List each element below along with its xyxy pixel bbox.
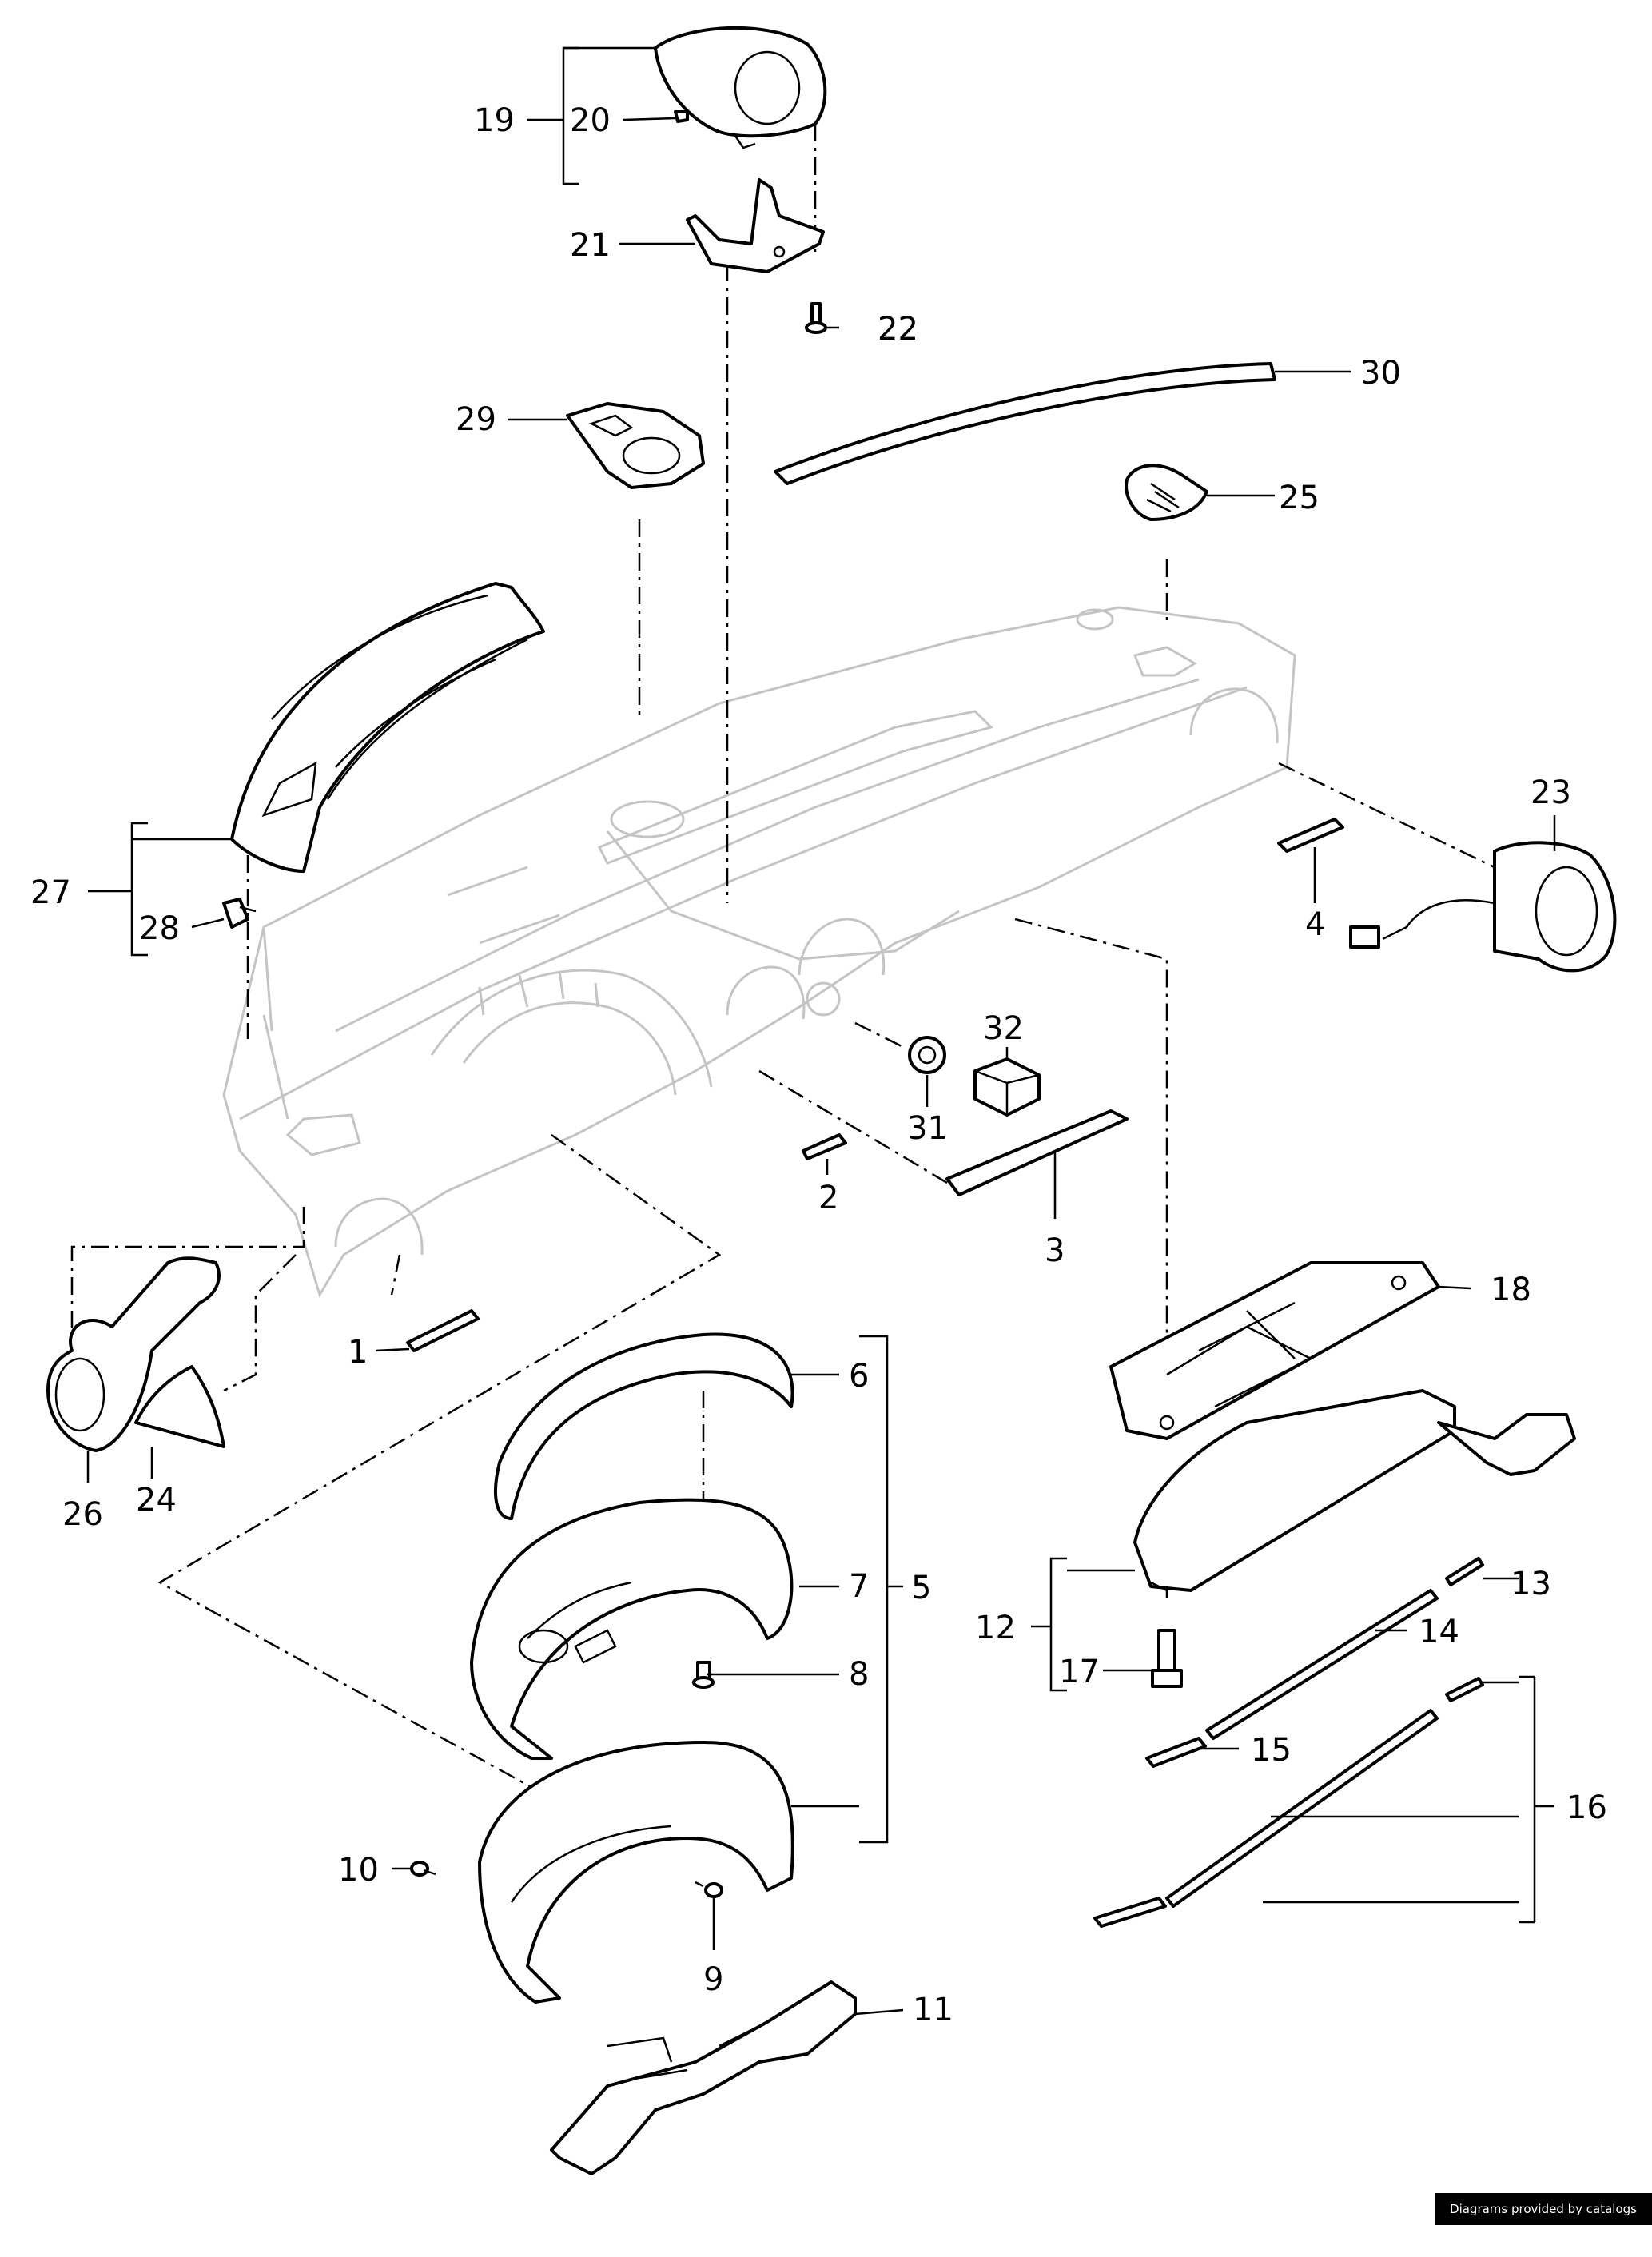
part-bracket-21 bbox=[686, 178, 825, 273]
callout-4: 4 bbox=[1305, 906, 1325, 943]
part-clip-20 bbox=[674, 110, 689, 123]
callout-24: 24 bbox=[136, 1482, 177, 1519]
callout-5: 5 bbox=[911, 1570, 931, 1606]
part-seal-strip-30 bbox=[774, 362, 1276, 485]
assembly-lines bbox=[70, 124, 1503, 1800]
callout-22: 22 bbox=[878, 311, 918, 348]
leader-lines bbox=[86, 46, 1556, 2016]
part-clip-28 bbox=[222, 898, 257, 929]
callout-9: 9 bbox=[703, 1961, 723, 1998]
callout-1: 1 bbox=[348, 1334, 368, 1371]
callout-labels: 19 20 21 22 30 29 25 23 4 27 28 32 31 2 … bbox=[30, 102, 1607, 2028]
callout-13: 13 bbox=[1511, 1566, 1551, 1602]
callout-8: 8 bbox=[849, 1656, 869, 1693]
part-clip-15 bbox=[1145, 1737, 1207, 1768]
part-screw-10 bbox=[410, 1861, 436, 1877]
callout-18: 18 bbox=[1491, 1272, 1531, 1308]
part-cluster-housing-7 bbox=[470, 1498, 794, 1760]
callout-20: 20 bbox=[570, 102, 611, 139]
part-carrier-12 bbox=[1133, 1389, 1576, 1598]
part-cover-lower bbox=[478, 1741, 794, 2004]
callout-32: 32 bbox=[983, 1010, 1024, 1047]
part-side-vent-26 bbox=[46, 1256, 221, 1452]
part-grommet-31 bbox=[908, 1036, 946, 1074]
callout-19: 19 bbox=[474, 102, 515, 139]
part-instrument-hood bbox=[654, 26, 827, 149]
part-speaker-cover-29 bbox=[566, 402, 705, 489]
callout-10: 10 bbox=[338, 1852, 379, 1889]
part-bracket-1 bbox=[406, 1309, 480, 1352]
part-side-vent-23 bbox=[1349, 841, 1617, 973]
callout-25: 25 bbox=[1279, 480, 1320, 516]
callout-28: 28 bbox=[139, 910, 180, 947]
callout-15: 15 bbox=[1251, 1732, 1292, 1769]
callout-17: 17 bbox=[1059, 1654, 1100, 1690]
callout-21: 21 bbox=[570, 227, 611, 264]
callout-2: 2 bbox=[818, 1180, 838, 1216]
callout-23: 23 bbox=[1531, 774, 1571, 811]
callout-30: 30 bbox=[1360, 355, 1401, 392]
callout-11: 11 bbox=[913, 1992, 953, 2028]
part-screw-9 bbox=[695, 1881, 723, 1898]
part-clip-13 bbox=[1445, 1557, 1484, 1586]
part-connector-32 bbox=[973, 1057, 1041, 1117]
part-bracket-2 bbox=[802, 1133, 847, 1160]
callout-16: 16 bbox=[1566, 1789, 1607, 1826]
part-strip-16 bbox=[1093, 1677, 1484, 1928]
callout-26: 26 bbox=[62, 1496, 103, 1533]
part-cover-6 bbox=[494, 1332, 794, 1520]
callout-6: 6 bbox=[849, 1358, 869, 1395]
credit-badge: Diagrams provided by catalogs parts bbox=[1435, 2193, 1652, 2248]
part-bolt-17 bbox=[1151, 1629, 1183, 1688]
callout-3: 3 bbox=[1045, 1232, 1065, 1269]
callout-27: 27 bbox=[30, 874, 71, 911]
part-defroster-vent-27 bbox=[230, 582, 545, 873]
callout-29: 29 bbox=[456, 401, 496, 438]
callout-14: 14 bbox=[1419, 1614, 1459, 1650]
callout-12: 12 bbox=[975, 1610, 1016, 1646]
part-lower-trim-11 bbox=[550, 1980, 857, 2175]
part-bracket-4 bbox=[1277, 818, 1344, 853]
part-strip-14 bbox=[1205, 1589, 1439, 1740]
dashboard-outline bbox=[222, 606, 1296, 1298]
part-trim-strip-3 bbox=[945, 1109, 1129, 1196]
callout-7: 7 bbox=[849, 1568, 869, 1605]
part-screw-22 bbox=[805, 302, 827, 334]
part-screw-8 bbox=[692, 1661, 715, 1689]
callout-31: 31 bbox=[907, 1110, 948, 1147]
part-vent-25 bbox=[1125, 464, 1208, 521]
part-side-panel-24 bbox=[134, 1365, 225, 1448]
